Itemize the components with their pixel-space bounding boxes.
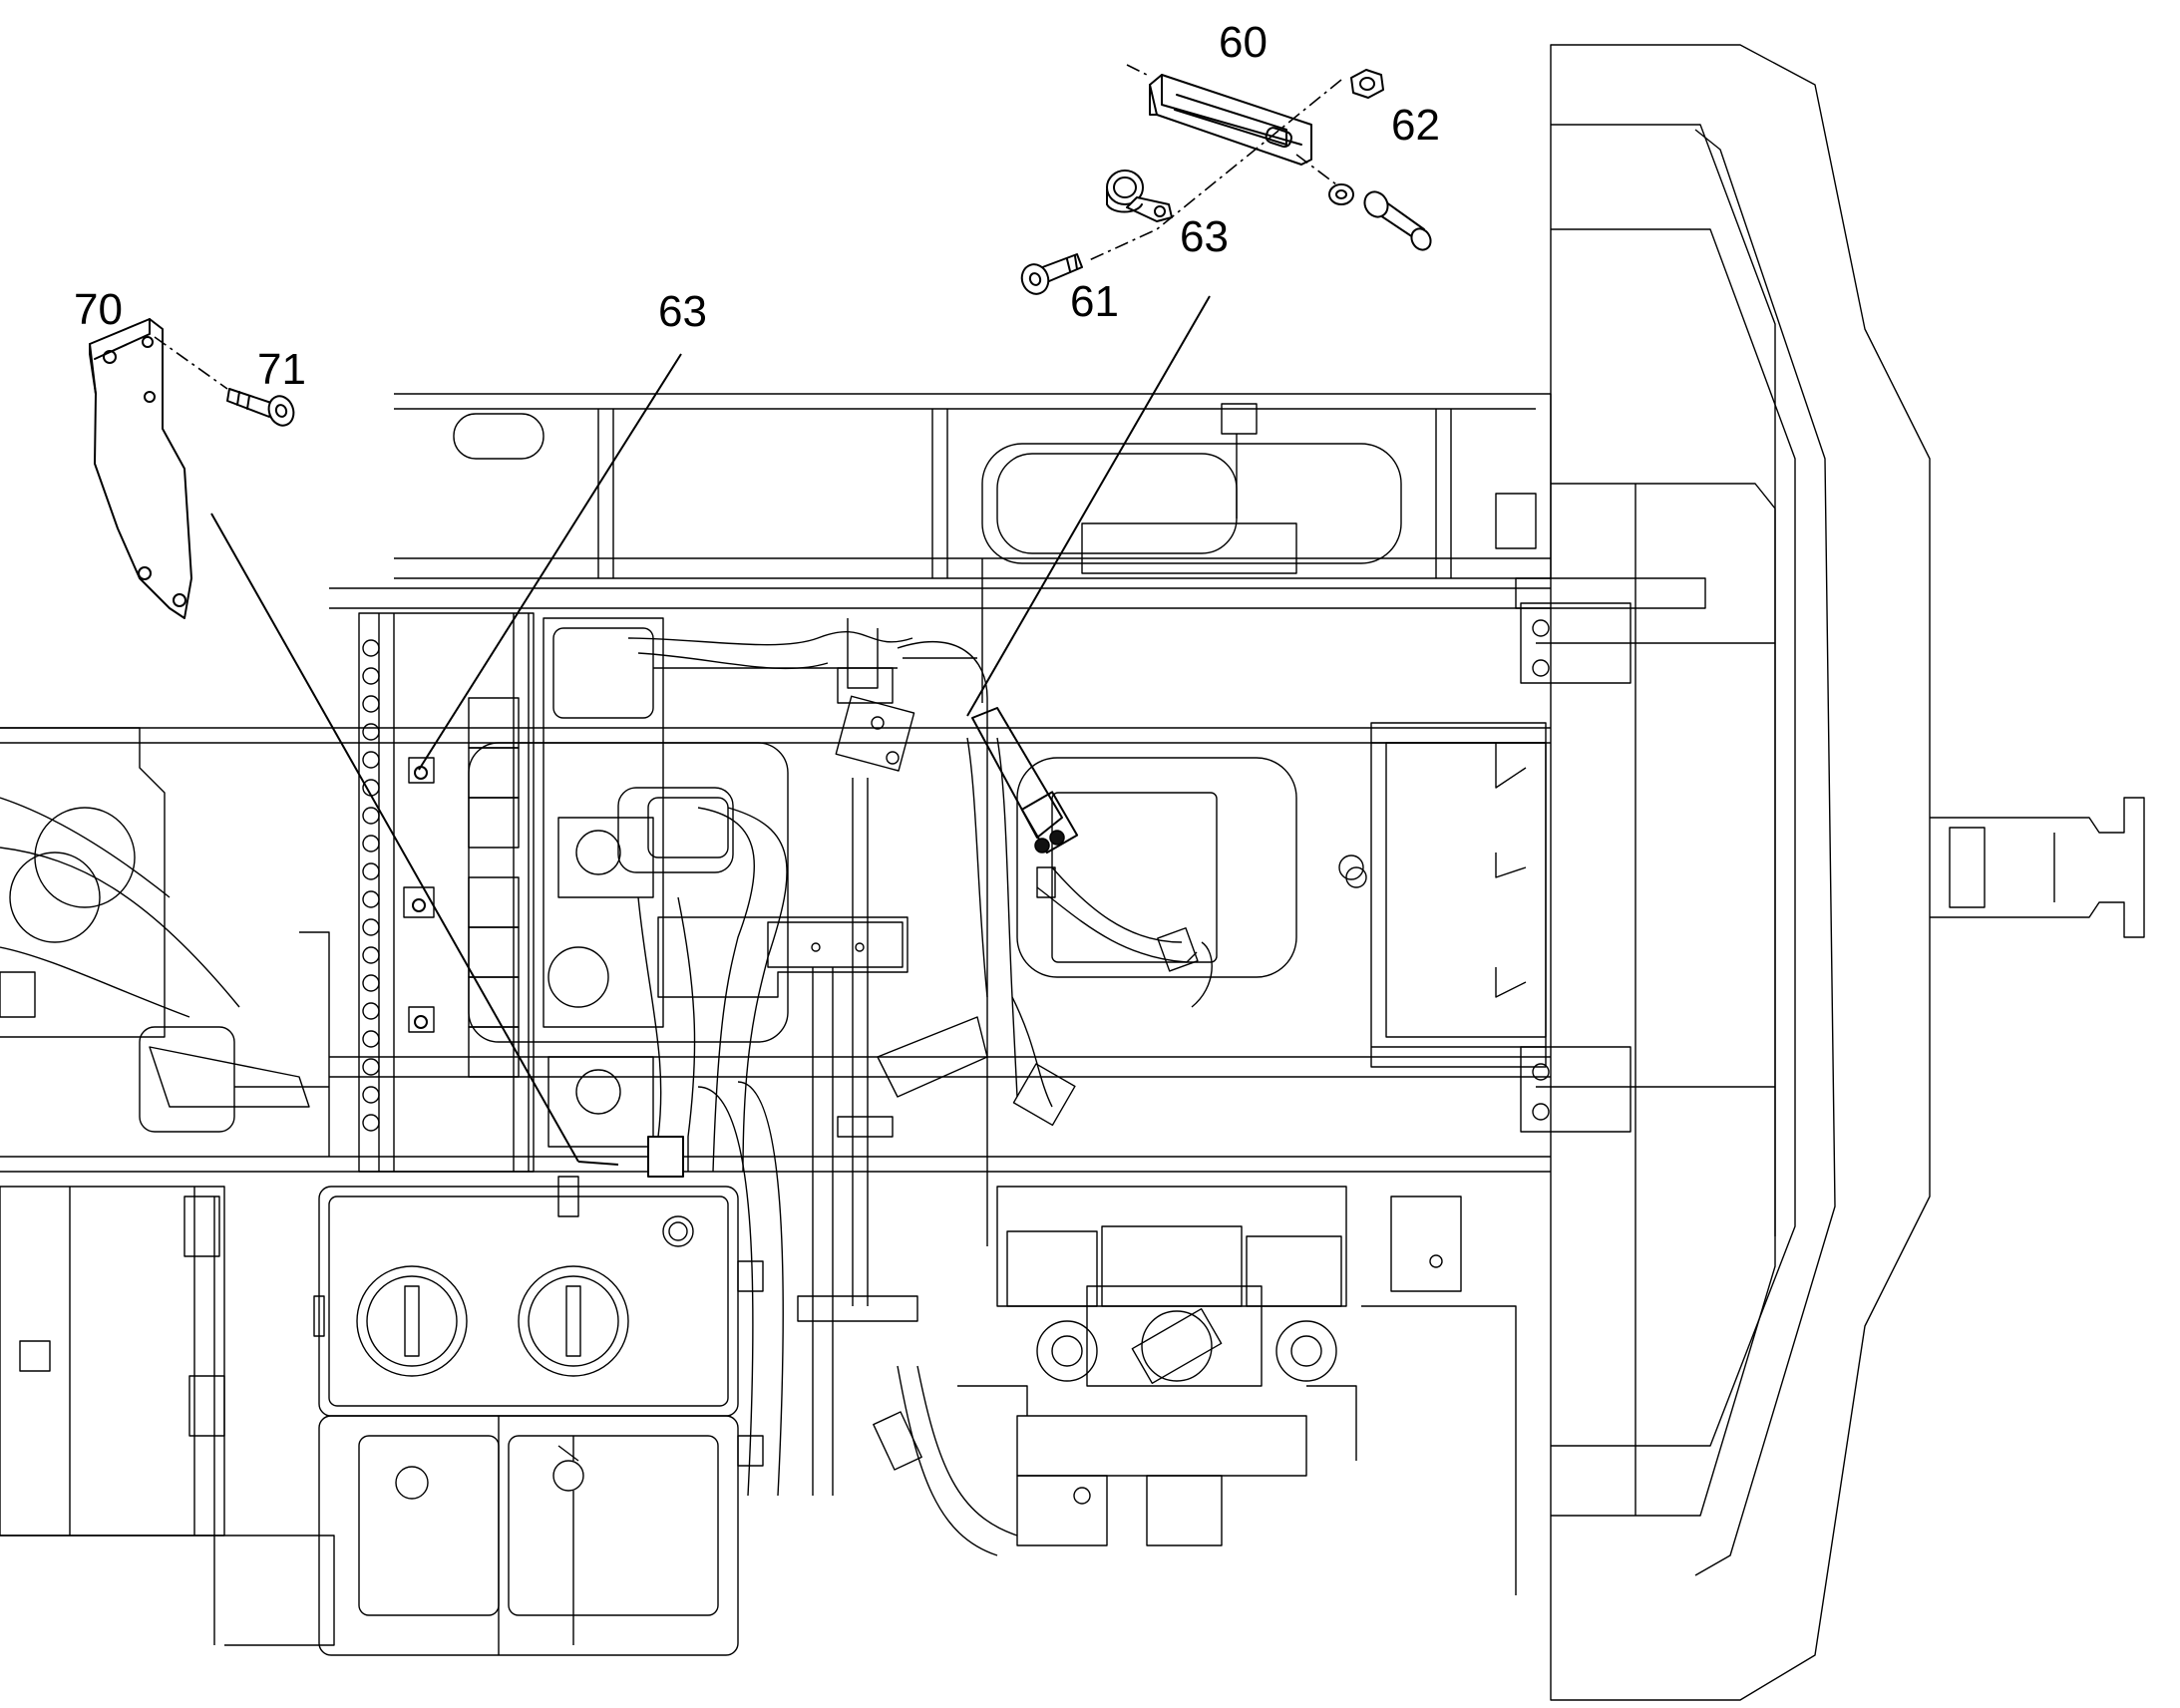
manifold-fitting	[362, 946, 380, 964]
manifold-fitting	[362, 835, 380, 853]
assembly-centerlines	[154, 64, 1342, 390]
left-equipment	[0, 727, 335, 1646]
manifold-fitting	[362, 890, 380, 908]
chassis-frame	[0, 44, 2145, 1701]
manifold-fitting	[362, 667, 380, 685]
callout-63-left: 63	[658, 287, 707, 336]
part-63-clamp	[1106, 170, 1173, 222]
manifold-fitting	[362, 1058, 380, 1076]
callout-62: 62	[1391, 101, 1440, 150]
manifold-fitting	[362, 974, 380, 992]
part-60-bracket	[1149, 74, 1312, 166]
callout-70: 70	[74, 285, 123, 334]
part-62-nut	[1350, 69, 1384, 99]
callout-60: 60	[1219, 18, 1268, 67]
part-61-bolt	[1020, 253, 1083, 295]
manifold-fitting	[362, 807, 380, 825]
valve-manifold	[358, 612, 535, 1173]
manifold-fitting	[362, 1114, 380, 1132]
callout-71: 71	[257, 345, 306, 394]
manifold-fitting	[362, 751, 380, 769]
manifold-fitting	[362, 918, 380, 936]
manifold-fitting	[362, 695, 380, 713]
pump-assembly	[873, 1186, 1517, 1595]
washer-and-bolt	[1328, 183, 1432, 251]
hydraulic-tank	[313, 1186, 764, 1656]
manifold-fitting	[362, 639, 380, 657]
highlighted-hose	[971, 707, 1079, 898]
callout-63-top: 63	[1180, 212, 1229, 261]
leader-lines	[210, 295, 1211, 1166]
manifold-fitting	[362, 1030, 380, 1048]
manifold-fitting	[362, 862, 380, 880]
callout-61: 61	[1070, 277, 1119, 326]
part-71-bolt	[226, 388, 295, 427]
manifold-fitting	[362, 723, 380, 741]
hydraulic-components	[543, 558, 1213, 1497]
part-70-bracket	[89, 318, 192, 619]
manifold-fitting	[362, 1086, 380, 1104]
manifold-fitting	[362, 1002, 380, 1020]
